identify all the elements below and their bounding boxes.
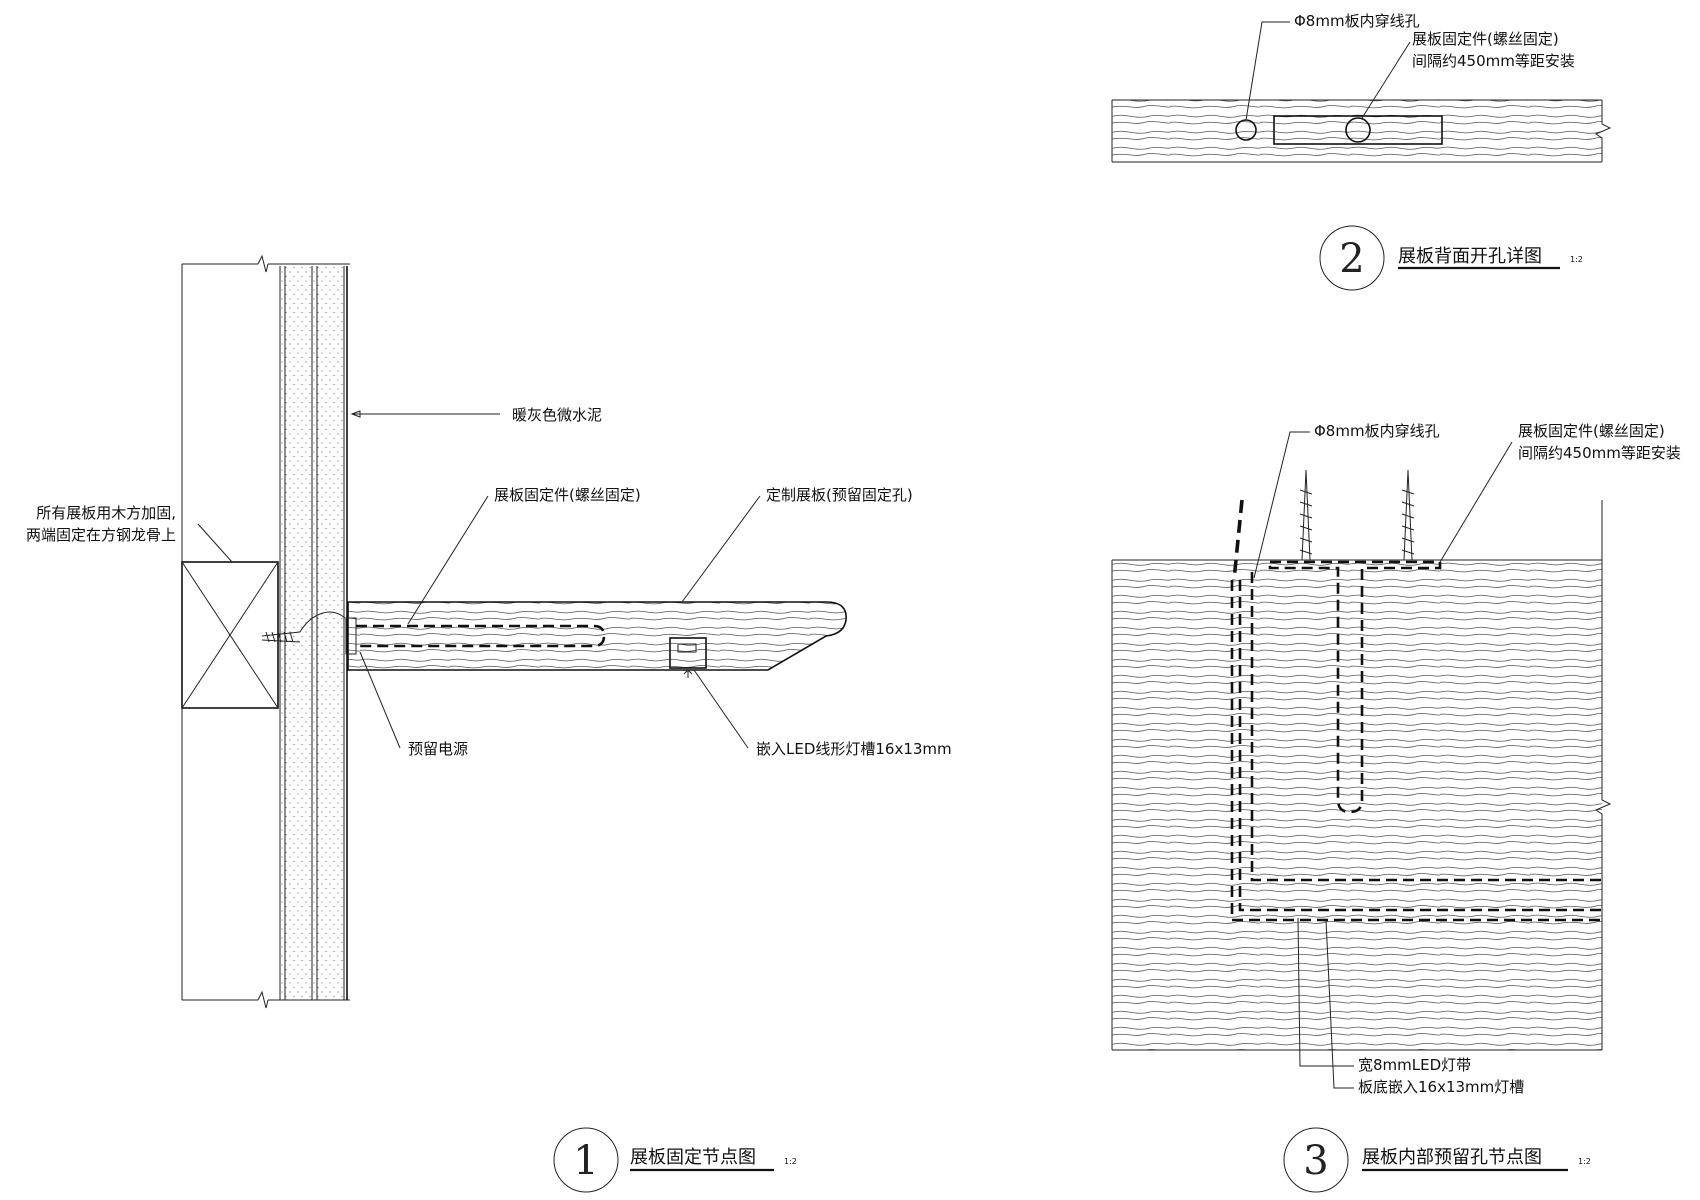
leader-lines-detail-3 (1253, 431, 1513, 1089)
detail-1-title-block: 1 展板固定节点图 1:2 (553, 1127, 797, 1193)
screw-icon (1401, 469, 1415, 561)
panel-inner-view (1111, 499, 1612, 1051)
detail-2: Φ8mm板内穿线孔 展板固定件(螺丝固定) 间隔约450mm等距安装 2 展板背… (1111, 12, 1612, 291)
label-wood-reinforce-1: 所有展板用木方加固, (36, 504, 176, 522)
wall-screw-icon (261, 611, 346, 643)
label-fixing-2b: 间隔约450mm等距安装 (1412, 52, 1575, 70)
detail-3-scale: 1:2 (1578, 1157, 1591, 1166)
detail-3: Φ8mm板内穿线孔 展板固定件(螺丝固定) 间隔约450mm等距安装 宽8mmL… (1111, 422, 1681, 1193)
label-fixing-3b: 间隔约450mm等距安装 (1518, 444, 1681, 462)
detail-3-number: 3 (1303, 1138, 1328, 1184)
screw-icon (1299, 469, 1313, 561)
detail-2-scale: 1:2 (1570, 255, 1583, 264)
leader-lines-detail-2 (1245, 21, 1411, 121)
detail-3-title: 展板内部预留孔节点图 (1362, 1147, 1542, 1168)
label-fixing-2a: 展板固定件(螺丝固定) (1412, 30, 1559, 48)
wall-section (279, 266, 348, 1000)
label-power: 预留电源 (408, 740, 468, 758)
display-panel (345, 601, 847, 678)
detail-3-title-block: 3 展板内部预留孔节点图 1:2 (1283, 1127, 1591, 1193)
detail-1: 暖灰色微水泥 所有展板用木方加固, 两端固定在方钢龙骨上 展板固定件(螺丝固定)… (26, 254, 952, 1193)
detail-2-number: 2 (1339, 236, 1364, 282)
label-wood-reinforce-2: 两端固定在方钢龙骨上 (26, 526, 176, 544)
leader-lines-detail-1 (197, 410, 761, 749)
label-led-slot: 嵌入LED线形灯槽16x13mm (756, 740, 952, 758)
detail-1-scale: 1:2 (784, 1157, 797, 1166)
label-panel: 定制展板(预留固定孔) (766, 486, 913, 504)
label-hole-2: Φ8mm板内穿线孔 (1294, 12, 1420, 30)
label-hole-3: Φ8mm板内穿线孔 (1314, 422, 1440, 440)
wood-block (181, 561, 279, 709)
label-slot: 板底嵌入16x13mm灯槽 (1358, 1078, 1524, 1096)
detail-1-number: 1 (573, 1138, 598, 1184)
detail-2-title-block: 2 展板背面开孔详图 1:2 (1319, 225, 1583, 291)
label-led-strip: 宽8mmLED灯带 (1358, 1056, 1471, 1074)
label-fixing-3a: 展板固定件(螺丝固定) (1518, 422, 1665, 440)
panel-back-view (1111, 99, 1612, 163)
detail-2-title: 展板背面开孔详图 (1398, 246, 1542, 267)
label-cement: 暖灰色微水泥 (512, 406, 602, 424)
label-fixing: 展板固定件(螺丝固定) (494, 486, 641, 504)
detail-1-title: 展板固定节点图 (630, 1147, 756, 1168)
